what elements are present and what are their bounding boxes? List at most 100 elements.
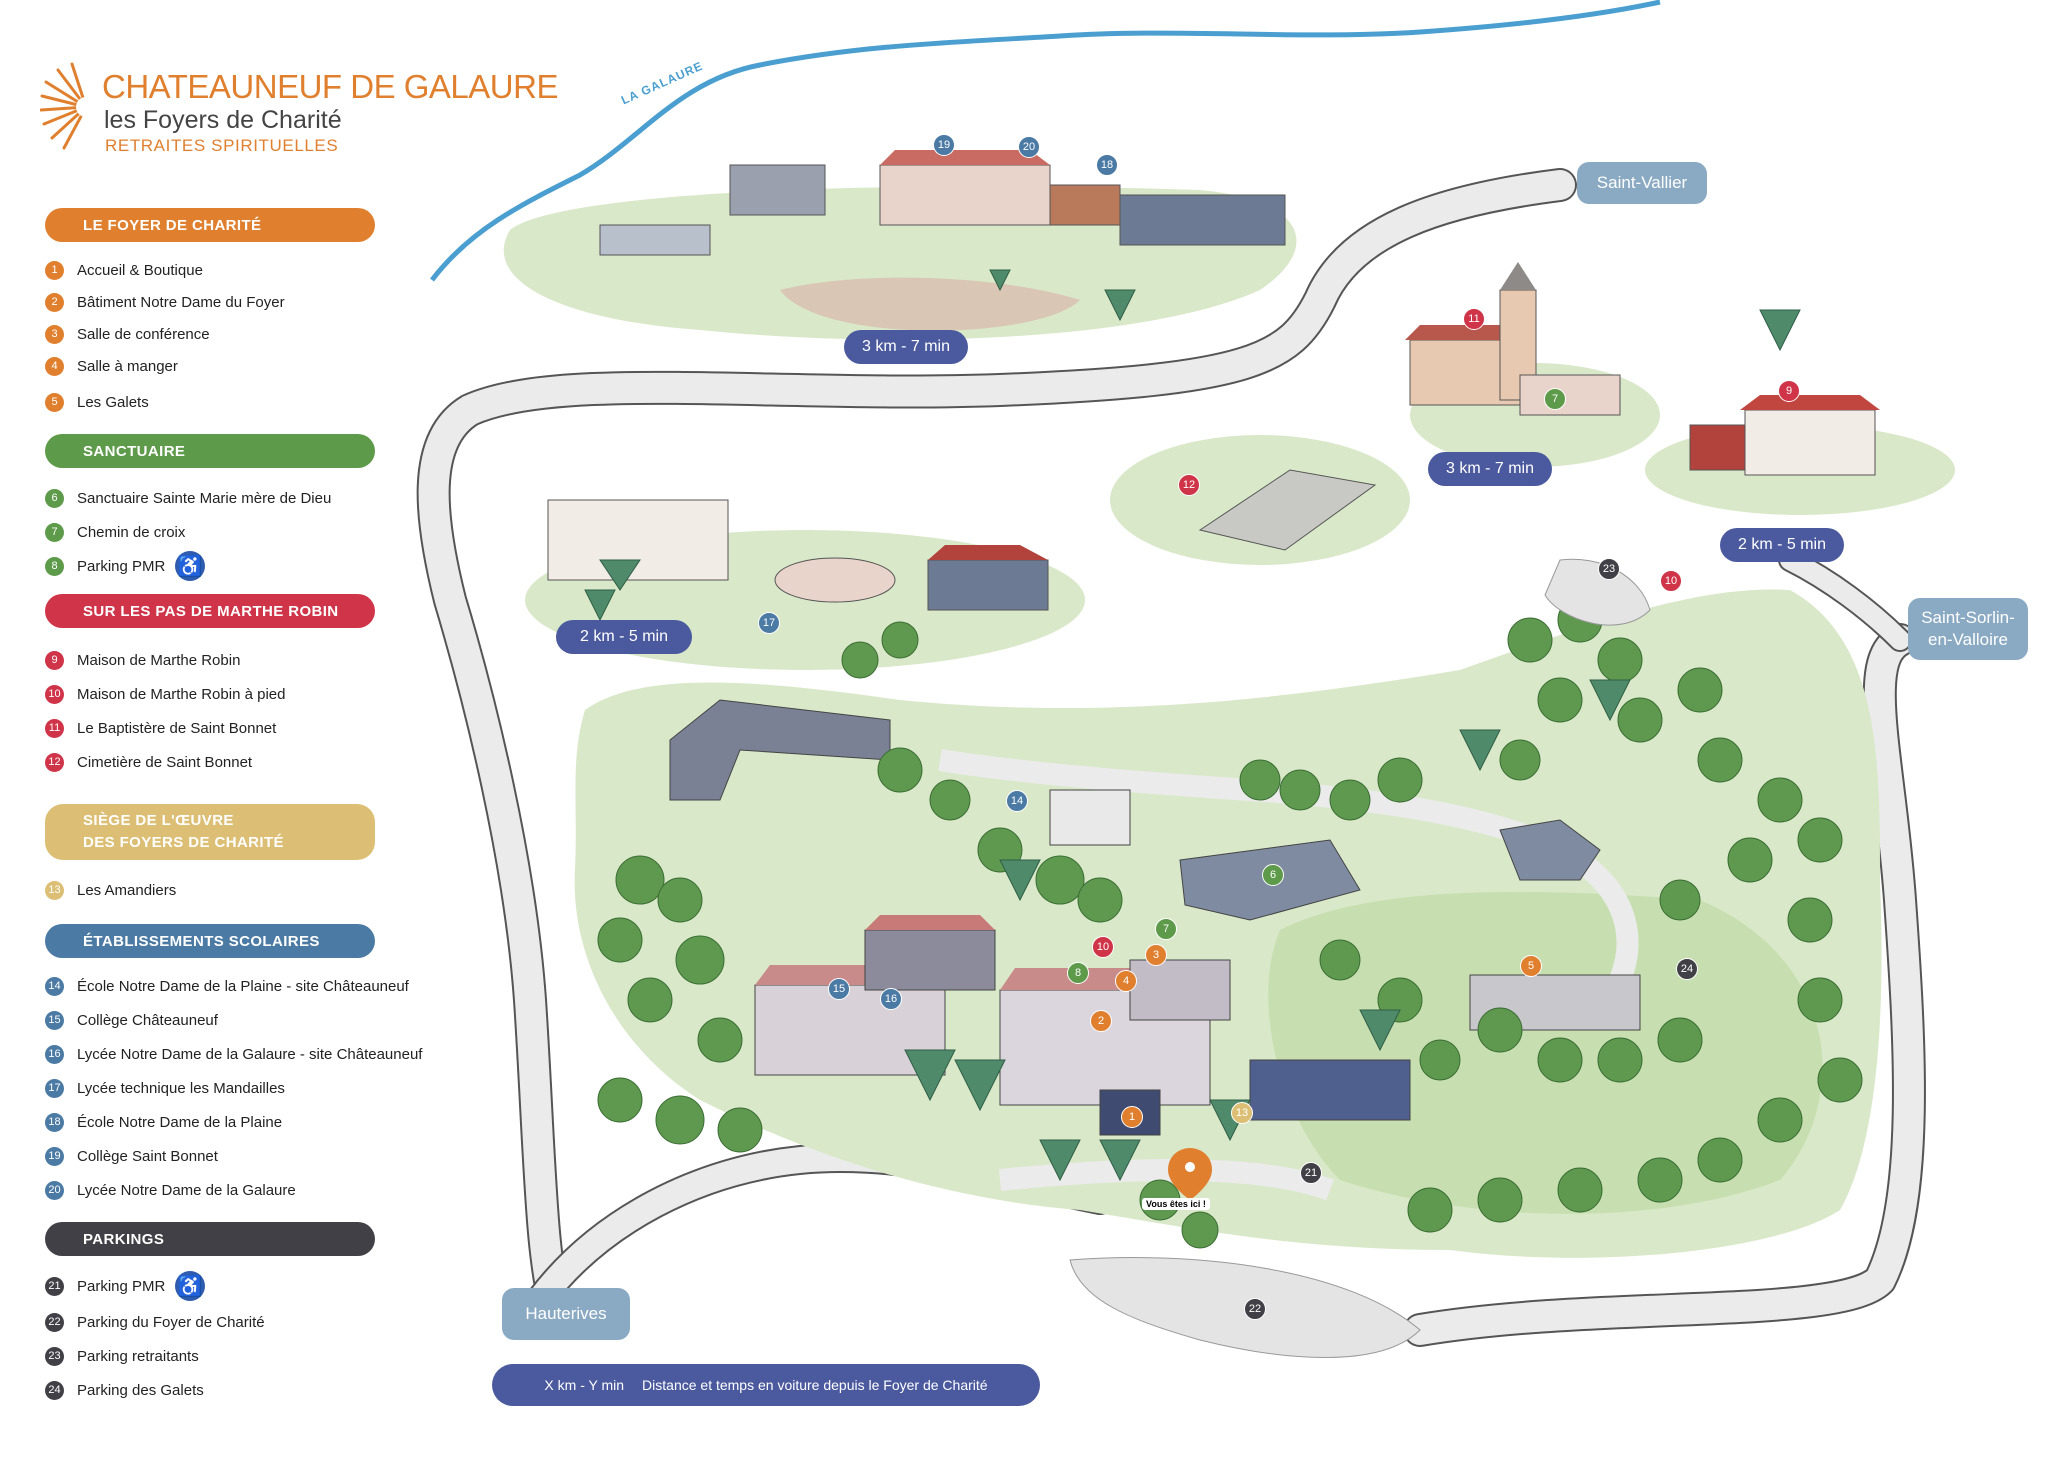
map-marker-17[interactable]: 17 — [758, 612, 780, 634]
legend-number-8: 8 — [45, 556, 64, 576]
distance-badge-marthe-house: 2 km - 5 min — [1720, 528, 1844, 562]
legend-number-15: 15 — [45, 1010, 64, 1030]
legend-item-11-label: Le Baptistère de Saint Bonnet — [77, 719, 277, 737]
distance-note: X km - Y min Distance et temps en voitur… — [492, 1364, 1040, 1406]
map-marker-14[interactable]: 14 — [1006, 790, 1028, 812]
main-buildings — [669, 699, 1641, 1136]
legend-category-parkings: PARKINGS — [45, 1222, 375, 1256]
map-marker-1[interactable]: 1 — [1121, 1106, 1143, 1128]
legend-item-13-label: Les Amandiers — [77, 881, 177, 899]
brand-tagline: RETRAITES SPIRITUELLES — [105, 136, 339, 155]
legend-number-21: 21 — [45, 1276, 64, 1296]
legend-item-12-label: Cimetière de Saint Bonnet — [77, 753, 253, 771]
legend-item-18-label: École Notre Dame de la Plaine — [77, 1113, 283, 1131]
map-marker-7b[interactable]: 7 — [1544, 388, 1566, 410]
legend-category-scolaires-label: ÉTABLISSEMENTS SCOLAIRES — [83, 932, 320, 950]
place-saint-sorlin[interactable]: Saint-Sorlin- en-Valloire — [1908, 598, 2028, 660]
legend-number-5: 5 — [45, 392, 64, 412]
legend-number-7: 7 — [45, 522, 64, 542]
map-marker-10[interactable]: 10 — [1092, 936, 1114, 958]
legend-item-19-label: Collège Saint Bonnet — [77, 1147, 218, 1165]
legend-category-foyer-label: LE FOYER DE CHARITÉ — [83, 216, 262, 234]
map-marker-12[interactable]: 12 — [1178, 474, 1200, 496]
wheelchair-icon: ♿ — [175, 1271, 206, 1301]
map-marker-2[interactable]: 2 — [1090, 1010, 1112, 1032]
you-are-here-pin — [1168, 1148, 1212, 1200]
legend-item-23-label: Parking retraitants — [77, 1347, 199, 1365]
legend-category-marthe: SUR LES PAS DE MARTHE ROBIN — [45, 594, 375, 628]
distance-badge-baptistere: 3 km - 7 min — [1428, 452, 1552, 486]
legend-number-10: 10 — [45, 684, 64, 704]
legend-category-parkings-label: PARKINGS — [83, 1230, 165, 1248]
fir-trees — [584, 269, 1801, 1182]
trees — [597, 597, 1863, 1249]
legend-category-scolaires: ÉTABLISSEMENTS SCOLAIRES — [45, 924, 375, 958]
legend-item-5-label: Les Galets — [77, 393, 149, 411]
legend-number-17: 17 — [45, 1078, 64, 1098]
legend-category-sanctuaire: SANCTUAIRE — [45, 434, 375, 468]
legend-number-14: 14 — [45, 976, 64, 996]
legend-category-foyer: LE FOYER DE CHARITÉ — [45, 208, 375, 242]
legend-item-15-label: Collège Châteauneuf — [77, 1011, 218, 1029]
map-marker-4[interactable]: 4 — [1115, 970, 1137, 992]
legend-item-11: 11 Le Baptistère de Saint Bonnet — [45, 716, 276, 740]
legend-item-21: 21 Parking PMR ♿ — [45, 1271, 206, 1301]
map-marker-8[interactable]: 8 — [1067, 962, 1089, 984]
legend-number-22: 22 — [45, 1312, 64, 1332]
legend-number-11: 11 — [45, 718, 64, 738]
map-marker-6[interactable]: 6 — [1262, 864, 1284, 886]
legend-category-siege-label-2: DES FOYERS DE CHARITÉ — [83, 834, 284, 851]
place-saint-vallier[interactable]: Saint-Vallier — [1577, 162, 1707, 204]
you-are-here-label: Vous êtes ici ! — [1142, 1198, 1210, 1210]
legend-item-17-label: Lycée technique les Mandailles — [77, 1079, 285, 1097]
legend-item-24-label: Parking des Galets — [77, 1381, 204, 1399]
place-saint-vallier-label: Saint-Vallier — [1596, 173, 1688, 192]
map-marker-15[interactable]: 15 — [828, 978, 850, 1000]
map-marker-19[interactable]: 19 — [933, 134, 955, 156]
place-hauterives-label: Hauterives — [525, 1304, 607, 1323]
legend-number-1: 1 — [45, 260, 64, 280]
legend-item-18: 18 École Notre Dame de la Plaine — [45, 1110, 282, 1134]
map-marker-16[interactable]: 16 — [880, 988, 902, 1010]
map-marker-20[interactable]: 20 — [1018, 136, 1040, 158]
legend-item-22-label: Parking du Foyer de Charité — [77, 1313, 265, 1331]
map-marker-3[interactable]: 3 — [1145, 944, 1167, 966]
place-saint-sorlin-label-2: en-Valloire — [1927, 630, 2008, 649]
sun-logo-icon — [40, 62, 96, 150]
map-marker-9[interactable]: 9 — [1778, 380, 1800, 402]
map-marker-22[interactable]: 22 — [1244, 1298, 1266, 1320]
map-marker-5[interactable]: 5 — [1520, 955, 1542, 977]
legend-item-1-label: Accueil & Boutique — [77, 261, 203, 279]
map-marker-11[interactable]: 11 — [1463, 308, 1485, 330]
brand-title: CHATEAUNEUF DE GALAURE — [102, 68, 558, 105]
legend-category-sanctuaire-label: SANCTUAIRE — [83, 442, 186, 460]
legend-category-siege: SIÈGE DE L'ŒUVRE DES FOYERS DE CHARITÉ — [45, 804, 375, 860]
map-marker-18[interactable]: 18 — [1096, 154, 1118, 176]
legend-category-siege-label-1: SIÈGE DE L'ŒUVRE — [83, 812, 234, 829]
legend-item-4-label: Salle à manger — [77, 357, 178, 375]
place-hauterives[interactable]: Hauterives — [502, 1288, 630, 1340]
map-marker-23[interactable]: 23 — [1598, 558, 1620, 580]
map-marker-7[interactable]: 7 — [1155, 918, 1177, 940]
place-saint-sorlin-label-1: Saint-Sorlin- — [1921, 608, 2015, 627]
legend-item-21-label: Parking PMR — [77, 1277, 166, 1295]
map-marker-10b[interactable]: 10 — [1660, 570, 1682, 592]
legend-item-22: 22 Parking du Foyer de Charité — [45, 1310, 265, 1334]
map-marker-21[interactable]: 21 — [1300, 1162, 1322, 1184]
map-marker-13[interactable]: 13 — [1231, 1102, 1253, 1124]
map-marker-24[interactable]: 24 — [1676, 958, 1698, 980]
brand-subtitle: les Foyers de Charité — [104, 106, 342, 134]
legend-number-18: 18 — [45, 1112, 64, 1132]
legend-number-23: 23 — [45, 1346, 64, 1366]
